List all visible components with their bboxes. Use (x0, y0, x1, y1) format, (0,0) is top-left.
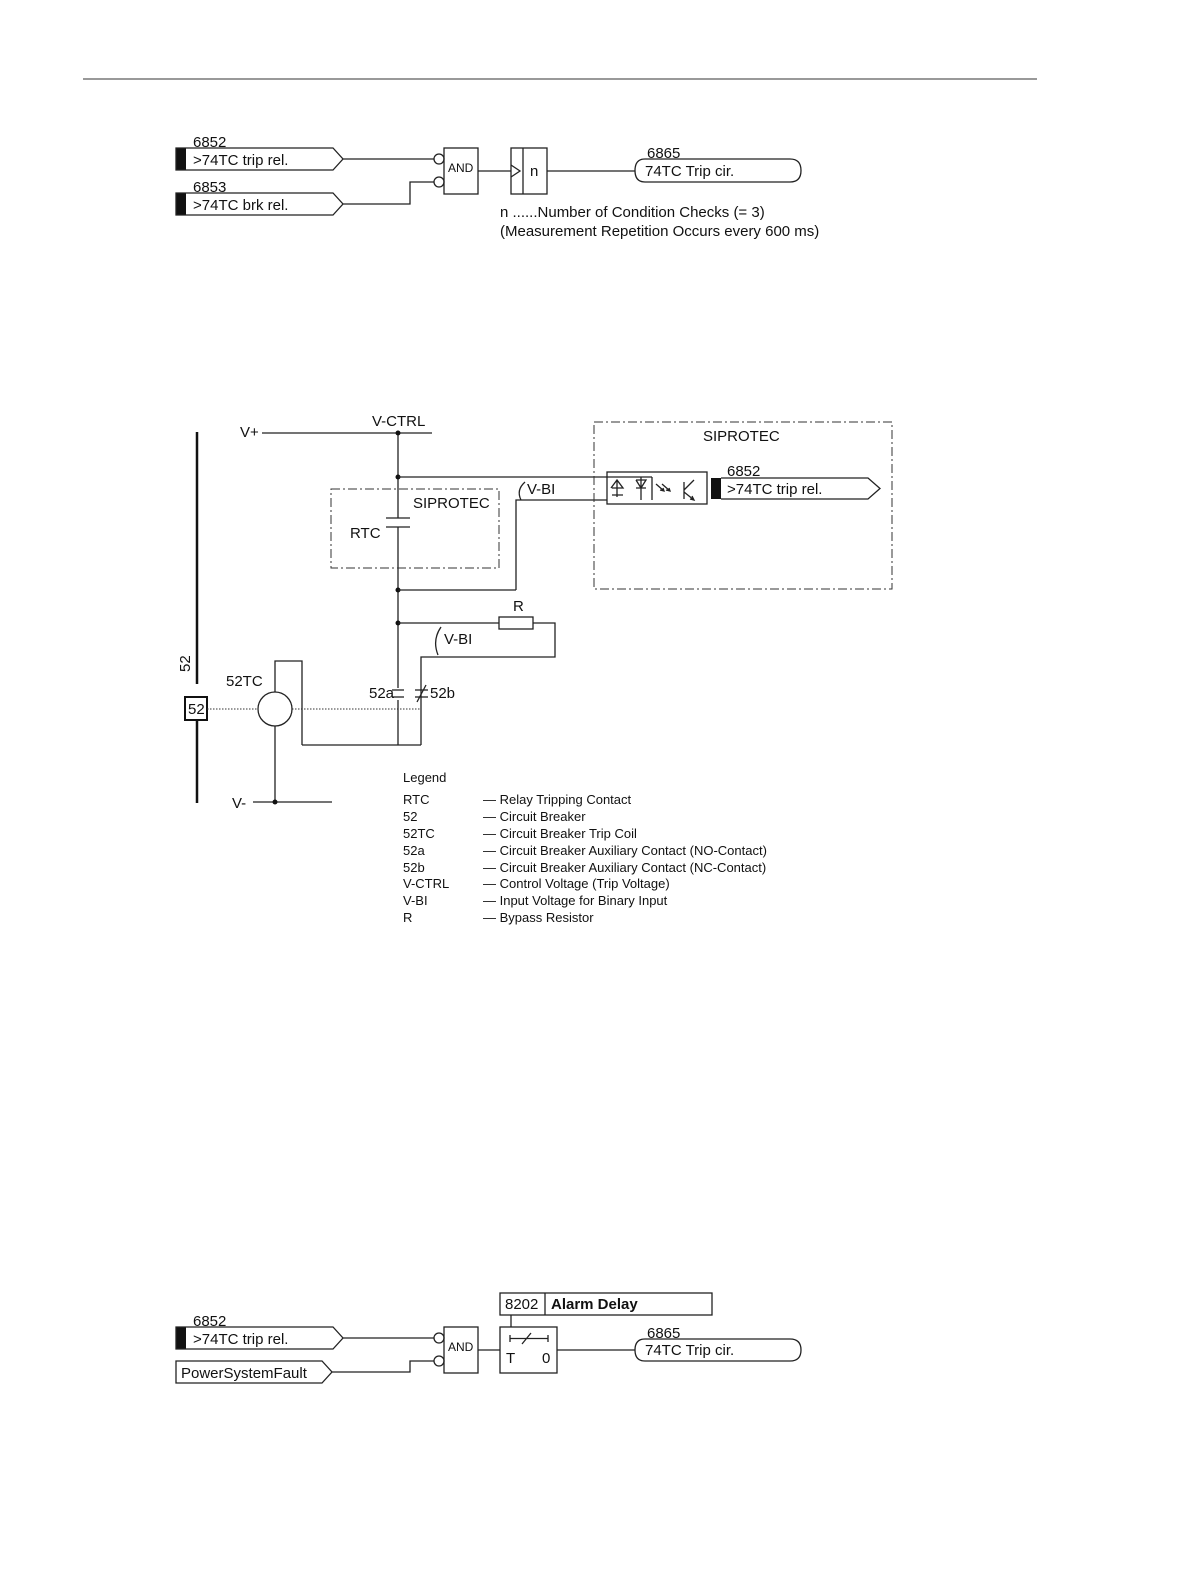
timer-0-label: 0 (542, 1350, 550, 1367)
input-label: PowerSystemFault (181, 1365, 308, 1382)
svg-text:RTC: RTC (403, 792, 429, 807)
v-minus-label: V- (232, 795, 246, 812)
svg-text:— Circuit Breaker Auxiliary Co: — Circuit Breaker Auxiliary Contact (NO-… (483, 843, 767, 858)
voltage-arrow-icon (518, 481, 526, 501)
contact-52a (392, 688, 406, 700)
svg-text:V-BI: V-BI (403, 893, 428, 908)
v-plus-label: V+ (240, 424, 259, 441)
svg-text:52a: 52a (403, 843, 425, 858)
svg-text:52: 52 (403, 809, 417, 824)
and-gate-label: AND (448, 1340, 474, 1354)
output-label: 74TC Trip cir. (645, 1342, 734, 1359)
breaker-box: 52 (184, 696, 208, 721)
parameter-number: 8202 (505, 1296, 538, 1313)
bypass-resistor (498, 616, 534, 630)
legend: Legend RTC — Relay Tripping Contact 52 — C… (403, 770, 767, 925)
legend-row: 52 — Circuit Breaker (403, 809, 586, 824)
timer-t-label: T (506, 1350, 515, 1367)
rtc-label: RTC (350, 525, 381, 542)
trip-coil-label: 52TC (226, 673, 263, 690)
contact-b-label: 52b (430, 685, 455, 702)
input-brk-rel: 6853 >74TC brk rel. (175, 179, 344, 216)
negation-circle (433, 176, 445, 188)
and-gate-label: AND (448, 161, 474, 175)
output-trip-cir: 6865 74TC Trip cir. (634, 145, 802, 183)
v-bi-label: V-BI (444, 631, 472, 648)
input-label: >74TC trip rel. (193, 152, 288, 169)
counter-block: n (510, 147, 548, 195)
svg-text:— Relay Tripping Contact: — Relay Tripping Contact (483, 792, 632, 807)
negation-circle (433, 153, 445, 165)
rtc-contact (386, 517, 410, 528)
legend-row: V-CTRL — Control Voltage (Trip Voltage) (403, 876, 670, 891)
input-number: 6852 (193, 1313, 226, 1330)
input-number: 6852 (193, 134, 226, 151)
contact-52b (415, 684, 428, 703)
siprotec-inner-box (330, 488, 500, 569)
timer-block: T 0 (499, 1326, 558, 1374)
svg-text:— Circuit Breaker: — Circuit Breaker (483, 809, 586, 824)
svg-text:— Circuit Breaker Auxiliary Co: — Circuit Breaker Auxiliary Contact (NC-… (483, 860, 766, 875)
svg-text:— Circuit Breaker Trip Coil: — Circuit Breaker Trip Coil (483, 826, 637, 841)
siprotec-outer-box (593, 421, 893, 590)
svg-text:— Bypass Resistor: — Bypass Resistor (483, 910, 594, 925)
svg-text:52TC: 52TC (403, 826, 435, 841)
legend-row: V-BI — Input Voltage for Binary Input (403, 893, 668, 908)
parameter-alarm-delay: 8202 Alarm Delay (499, 1292, 713, 1316)
output-number: 6865 (647, 145, 680, 162)
legend-row: R — Bypass Resistor (403, 910, 594, 925)
and-gate: AND (443, 1326, 479, 1374)
logic-diagram-alarm-delay: 6852 >74TC trip rel. PowerSystemFault AN… (175, 1292, 802, 1384)
legend-row: 52TC — Circuit Breaker Trip Coil (403, 826, 637, 841)
logic-diagram-condition-checks: 6852 >74TC trip rel. 6853 >74TC brk rel.… (175, 134, 819, 240)
v-bi-label: V-BI (527, 481, 555, 498)
siprotec-inner-label: SIPROTEC (413, 495, 490, 512)
legend-row: 52b — Circuit Breaker Auxiliary Contact (… (403, 860, 766, 875)
output-label: 74TC Trip cir. (645, 163, 734, 180)
binary-input-trip-rel: 6852 >74TC trip rel. (711, 463, 881, 500)
trip-circuit-wiring-diagram: 52 52 V+ V-CTRL SIPROTEC RTC V-BI SIPROT… (177, 413, 893, 925)
input-power-system-fault: PowerSystemFault (175, 1360, 333, 1384)
breaker-label-rotated: 52 (177, 655, 194, 672)
svg-text:R: R (403, 910, 412, 925)
breaker-box-label: 52 (188, 701, 205, 718)
contact-a-label: 52a (369, 685, 395, 702)
svg-text:— Input Voltage for Binary Inp: — Input Voltage for Binary Input (483, 893, 668, 908)
and-gate: AND (443, 147, 479, 195)
voltage-arrow-icon (434, 626, 442, 656)
input-number: 6852 (727, 463, 760, 480)
parameter-label: Alarm Delay (551, 1296, 638, 1313)
note-line: n ......Number of Condition Checks (= 3) (500, 204, 765, 221)
legend-title: Legend (403, 770, 446, 785)
optocoupler-icon (606, 471, 708, 505)
negation-circle (433, 1355, 445, 1367)
legend-row: RTC — Relay Tripping Contact (403, 792, 632, 807)
input-trip-rel: 6852 >74TC trip rel. (175, 134, 344, 171)
counter-label: n (530, 163, 538, 180)
svg-text:V-CTRL: V-CTRL (403, 876, 449, 891)
svg-text:52b: 52b (403, 860, 425, 875)
input-label: >74TC trip rel. (727, 481, 822, 498)
negation-circle (433, 1332, 445, 1344)
svg-text:— Control Voltage (Trip Voltag: — Control Voltage (Trip Voltage) (483, 876, 670, 891)
legend-row: 52a — Circuit Breaker Auxiliary Contact (… (403, 843, 767, 858)
input-number: 6853 (193, 179, 226, 196)
note-line: (Measurement Repetition Occurs every 600… (500, 223, 819, 240)
siprotec-outer-label: SIPROTEC (703, 428, 780, 445)
timer-icon (509, 1332, 549, 1345)
input-trip-rel: 6852 >74TC trip rel. (175, 1313, 344, 1350)
output-trip-cir: 6865 74TC Trip cir. (634, 1325, 802, 1362)
v-ctrl-label: V-CTRL (372, 413, 425, 430)
output-number: 6865 (647, 1325, 680, 1342)
resistor-label: R (513, 598, 524, 615)
input-label: >74TC trip rel. (193, 1331, 288, 1348)
input-label: >74TC brk rel. (193, 197, 288, 214)
trip-coil-icon (257, 691, 293, 727)
